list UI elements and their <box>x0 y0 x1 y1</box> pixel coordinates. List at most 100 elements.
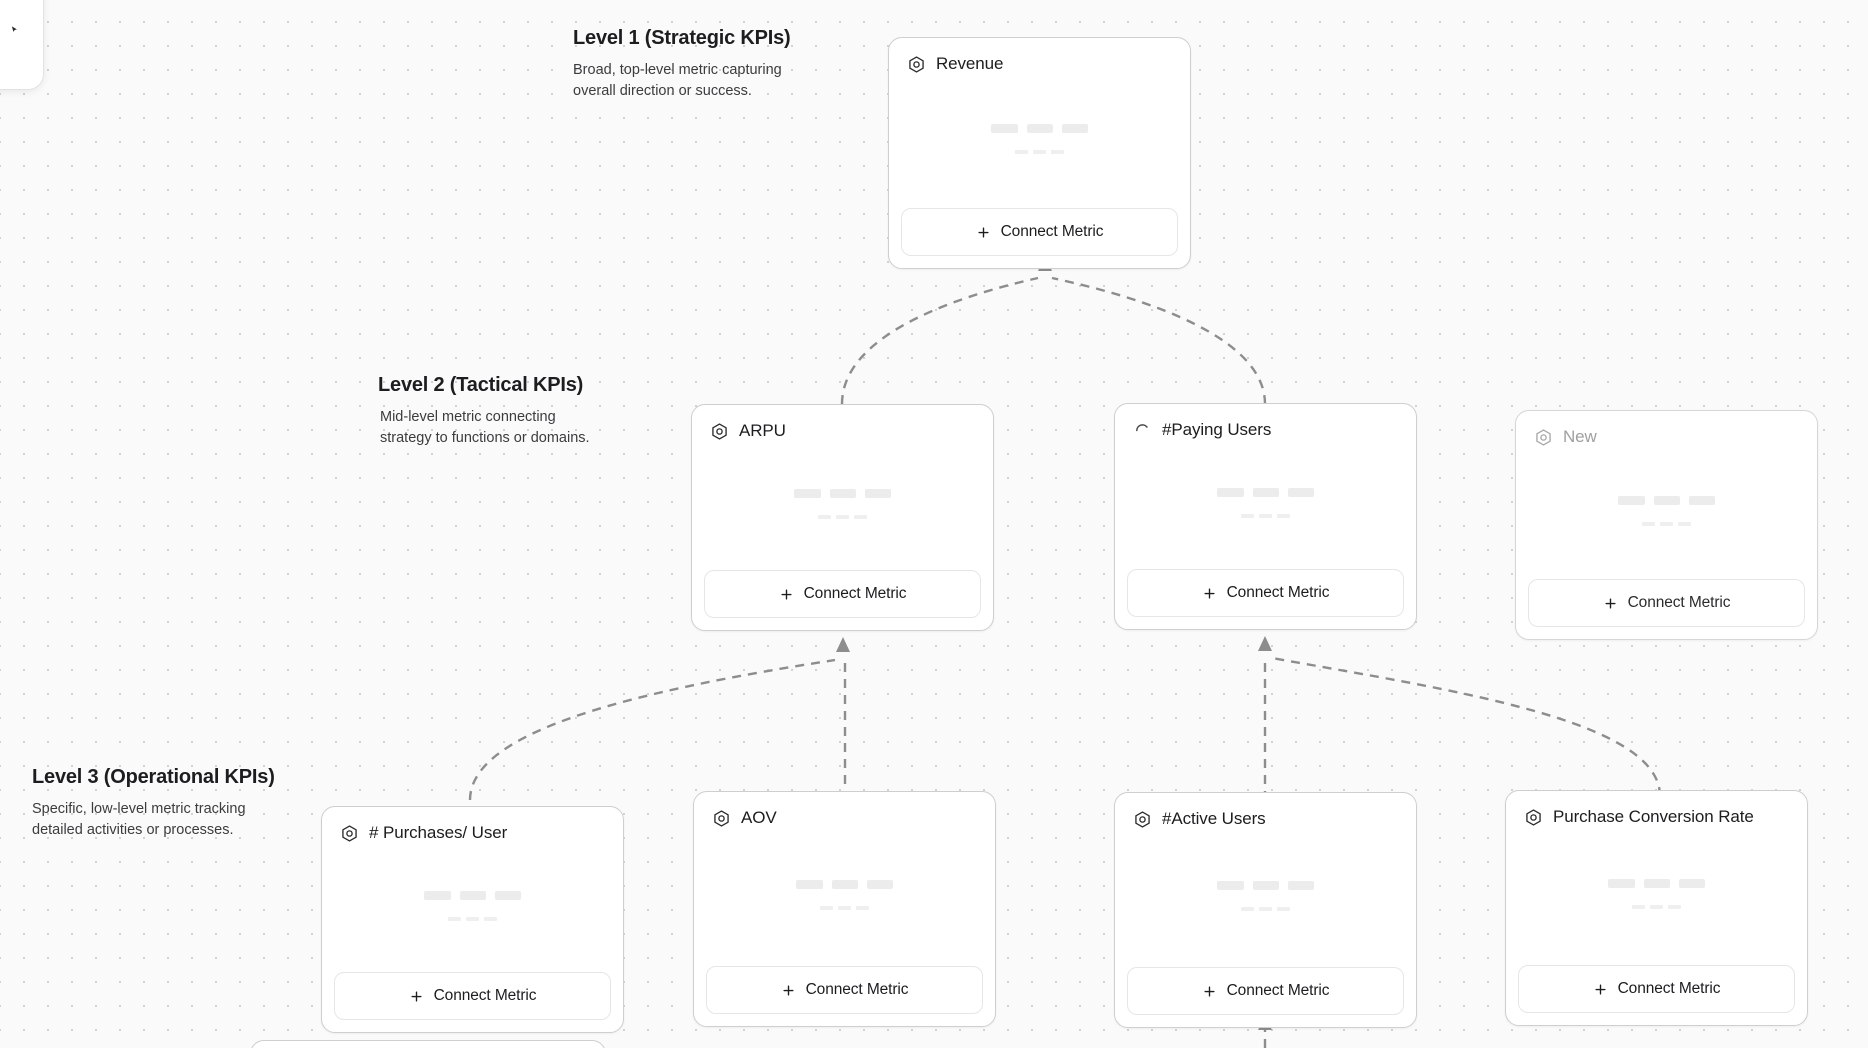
connect-metric-label: Connect Metric <box>1627 594 1731 611</box>
skeleton-row-primary <box>1608 879 1705 888</box>
arrowhead-arpu <box>836 637 850 652</box>
skeleton-bar <box>991 124 1018 133</box>
skeleton-bar <box>1015 150 1028 154</box>
skeleton-row-primary <box>1217 881 1314 890</box>
skeleton-bar <box>1241 513 1254 518</box>
metric-card-paying-users[interactable]: #Paying Users Connect Metric <box>1114 403 1417 630</box>
card-skeleton-aov <box>694 828 995 966</box>
skeleton-bar <box>1288 881 1314 890</box>
card-header-purchase-conversion-rate: Purchase Conversion Rate <box>1506 791 1807 827</box>
skeleton-bar <box>865 488 891 498</box>
skeleton-bar <box>1062 124 1088 133</box>
skeleton-row-primary <box>1217 487 1314 497</box>
metric-card-aov[interactable]: AOV Connect Metric <box>693 791 996 1027</box>
connect-metric-label: Connect Metric <box>1000 223 1104 240</box>
skeleton-bar <box>424 890 451 900</box>
connect-metric-button-purchases-per-user[interactable]: Connect Metric <box>334 972 611 1020</box>
connect-metric-button-paying-users[interactable]: Connect Metric <box>1127 569 1404 617</box>
level-2-description: Mid-level metric connecting strategy to … <box>380 409 590 447</box>
metric-card-active-users[interactable]: #Active Users Connect Metric <box>1114 792 1417 1028</box>
plus-icon <box>1204 985 1215 997</box>
card-skeleton-paying-users <box>1115 440 1416 569</box>
skeleton-row-primary <box>991 124 1088 133</box>
connect-metric-button-revenue[interactable]: Connect Metric <box>901 208 1178 256</box>
skeleton-row-secondary <box>448 916 497 921</box>
card-title-purchase-conversion-rate: Purchase Conversion Rate <box>1553 807 1754 826</box>
skeleton-bar <box>867 880 893 889</box>
skeleton-bar <box>854 514 867 519</box>
edge-purchases-to-arpu <box>468 658 836 801</box>
skeleton-bar <box>1217 881 1244 890</box>
connect-metric-button-new[interactable]: Connect Metric <box>1528 579 1805 627</box>
connect-metric-button-purchase-conversion-rate[interactable]: Connect Metric <box>1518 965 1795 1013</box>
floating-toolbar-panel[interactable] <box>0 0 44 90</box>
level-1-description: Broad, top-level metric capturing overal… <box>573 62 782 100</box>
edge-conversion-to-paying-users <box>1271 656 1662 797</box>
connect-metric-label: Connect Metric <box>803 585 907 602</box>
hexagon-target-icon <box>712 422 727 440</box>
skeleton-bar <box>1051 150 1064 154</box>
spinner-icon <box>1136 423 1148 431</box>
metric-card-partial-offscreen[interactable] <box>250 1040 606 1048</box>
hexagon-target-icon <box>909 55 924 73</box>
connect-metric-button-active-users[interactable]: Connect Metric <box>1127 967 1404 1015</box>
skeleton-bar <box>1217 487 1244 497</box>
skeleton-bar <box>484 916 497 921</box>
connect-metric-button-aov[interactable]: Connect Metric <box>706 966 983 1014</box>
card-skeleton-arpu <box>692 441 993 570</box>
card-title-aov: AOV <box>741 808 777 827</box>
skeleton-row-secondary <box>820 906 869 910</box>
metric-card-new[interactable]: New Connect Metric <box>1515 410 1818 640</box>
hexagon-target-icon <box>1526 808 1541 826</box>
skeleton-bar <box>1660 522 1673 526</box>
metric-card-arpu[interactable]: ARPU Connect Metric <box>691 404 994 631</box>
card-title-arpu: ARPU <box>739 421 786 440</box>
skeleton-bar <box>1033 150 1046 154</box>
skeleton-bar <box>1241 907 1254 911</box>
skeleton-bar <box>1668 905 1681 909</box>
skeleton-bar <box>1253 881 1279 890</box>
card-title-active-users: #Active Users <box>1162 809 1266 828</box>
skeleton-bar <box>1618 496 1645 505</box>
skeleton-bar <box>1277 907 1290 911</box>
connect-metric-button-arpu[interactable]: Connect Metric <box>704 570 981 618</box>
skeleton-bar <box>460 890 486 900</box>
skeleton-row-secondary <box>1642 522 1691 526</box>
plus-icon <box>978 226 989 238</box>
skeleton-bar <box>448 916 461 921</box>
skeleton-bar <box>856 906 869 910</box>
skeleton-bar <box>1689 496 1715 505</box>
level-2-label-group: Level 2 (Tactical KPIs) Mid-level metric… <box>378 373 610 449</box>
card-header-purchases-per-user: # Purchases/ User <box>322 807 623 843</box>
level-3-description: Specific, low-level metric tracking deta… <box>32 801 246 839</box>
hexagon-target-icon <box>714 809 729 827</box>
card-title-purchases-per-user: # Purchases/ User <box>369 823 508 842</box>
skeleton-bar <box>1259 907 1272 911</box>
skeleton-row-primary <box>424 890 521 900</box>
skeleton-bar <box>1644 879 1670 888</box>
connect-metric-label: Connect Metric <box>1617 980 1721 997</box>
skeleton-bar <box>1253 487 1279 497</box>
skeleton-row-secondary <box>1241 907 1290 911</box>
level-2-title: Level 2 (Tactical KPIs) <box>378 374 584 396</box>
edge-arpu-to-revenue <box>840 276 1039 405</box>
plus-icon <box>411 990 422 1002</box>
plus-icon <box>1605 597 1616 609</box>
metric-card-purchases-per-user[interactable]: # Purchases/ User Connect Metric <box>321 806 624 1033</box>
skeleton-bar <box>1678 522 1691 526</box>
cursor-pointer-icon <box>11 26 17 32</box>
skeleton-bar <box>1650 905 1663 909</box>
skeleton-row-secondary <box>1632 905 1681 909</box>
skeleton-row-secondary <box>1241 513 1290 518</box>
metric-card-purchase-conversion-rate[interactable]: Purchase Conversion Rate Connect Metric <box>1505 790 1808 1026</box>
card-header-new: New <box>1516 411 1817 447</box>
skeleton-bar <box>1288 487 1314 497</box>
skeleton-bar <box>1632 905 1645 909</box>
skeleton-bar <box>1027 124 1053 133</box>
metric-card-revenue[interactable]: Revenue Connect Metric <box>888 37 1191 269</box>
connect-metric-label: Connect Metric <box>433 987 537 1004</box>
skeleton-bar <box>836 514 849 519</box>
skeleton-row-primary <box>796 880 893 889</box>
skeleton-bar <box>1259 513 1272 518</box>
